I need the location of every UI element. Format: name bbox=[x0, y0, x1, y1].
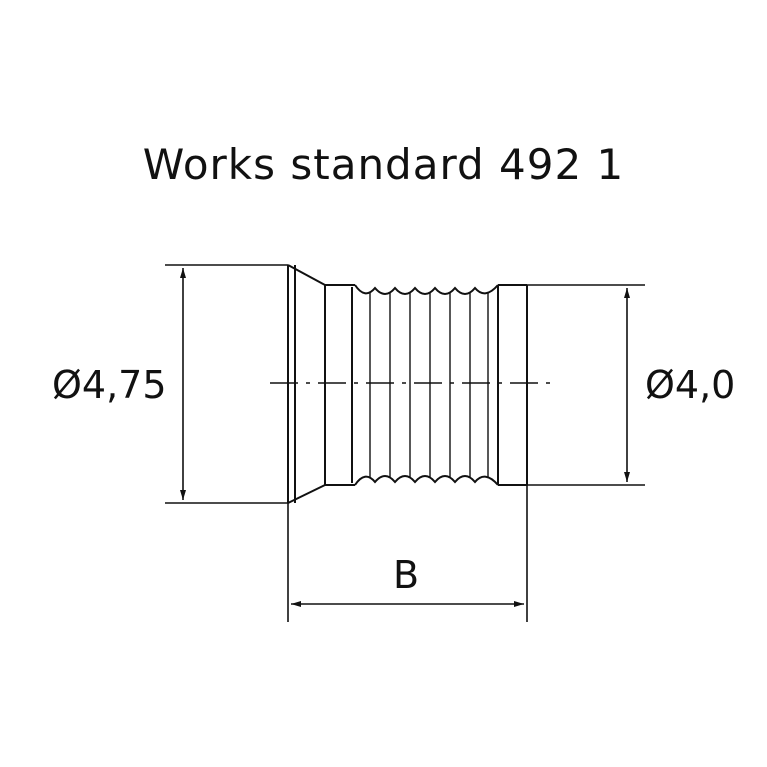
flange-top-taper bbox=[287, 264, 326, 286]
knurl-bottom-wave bbox=[354, 475, 499, 486]
inner-diameter-label: Ø4,0 bbox=[645, 363, 735, 407]
drawing-title: Works standard 492 1 bbox=[142, 140, 625, 189]
length-label: B bbox=[393, 553, 419, 597]
outer-diameter-label: Ø4,75 bbox=[52, 363, 167, 407]
flange-bottom-taper bbox=[287, 484, 326, 504]
knurl-top-wave bbox=[354, 284, 499, 295]
